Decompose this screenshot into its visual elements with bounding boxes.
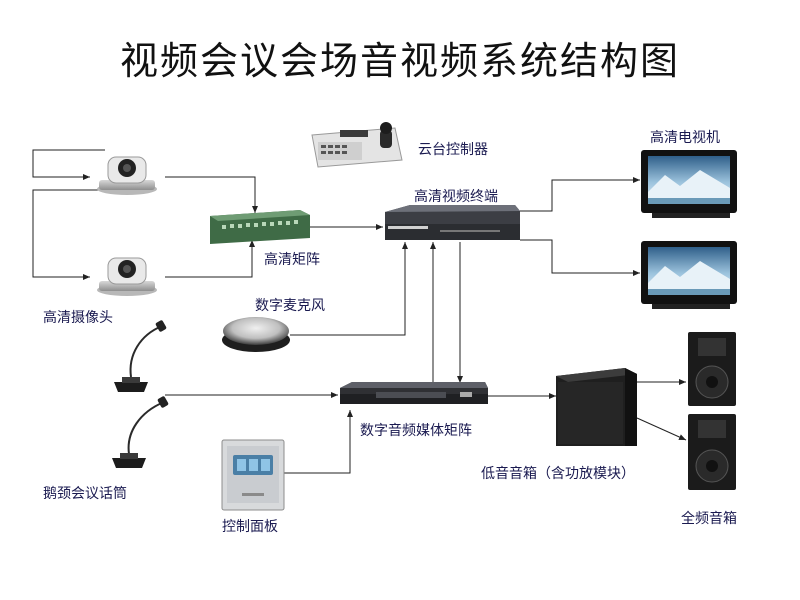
- hd-matrix-image: [210, 210, 310, 244]
- hd-video-terminal-label: 高清视频终端: [414, 189, 498, 205]
- digital-audio-matrix-label: 数字音频媒体矩阵: [360, 423, 472, 439]
- subwoofer-label: 低音音箱（含功放模块）: [481, 466, 635, 482]
- full-range-speaker-label: 全频音箱: [681, 511, 737, 527]
- subwoofer-image: [556, 368, 637, 446]
- hd-matrix-label: 高清矩阵: [264, 252, 320, 268]
- digital-microphone-image: [222, 317, 290, 352]
- full-range-speaker-1-image: [688, 332, 736, 406]
- gooseneck-mic-label: 鹅颈会议话筒: [43, 486, 127, 502]
- control-panel-label: 控制面板: [222, 519, 278, 535]
- ptz-controller-label: 云台控制器: [418, 142, 488, 158]
- gooseneck-mic-1-image: [114, 320, 167, 392]
- hd-camera-label: 高清摄像头: [43, 310, 113, 326]
- hd-tv-label: 高清电视机: [650, 130, 720, 146]
- hd-video-terminal-image: [385, 205, 520, 240]
- digital-microphone-label: 数字麦克风: [255, 298, 325, 314]
- connection-lines: [32, 149, 687, 474]
- digital-audio-matrix-image: [340, 382, 488, 404]
- full-range-speaker-2-image: [688, 414, 736, 490]
- gooseneck-mic-2-image: [112, 396, 169, 468]
- control-panel-image: [221, 439, 285, 511]
- ptz-controller-image: [311, 122, 403, 168]
- hd-tv-1-image: [641, 150, 737, 218]
- hd-tv-2-image: [641, 241, 737, 309]
- hd-camera-1-image: [97, 156, 157, 195]
- hd-camera-2-image: [97, 257, 157, 296]
- diagram-title: 视频会议会场音视频系统结构图: [119, 39, 680, 83]
